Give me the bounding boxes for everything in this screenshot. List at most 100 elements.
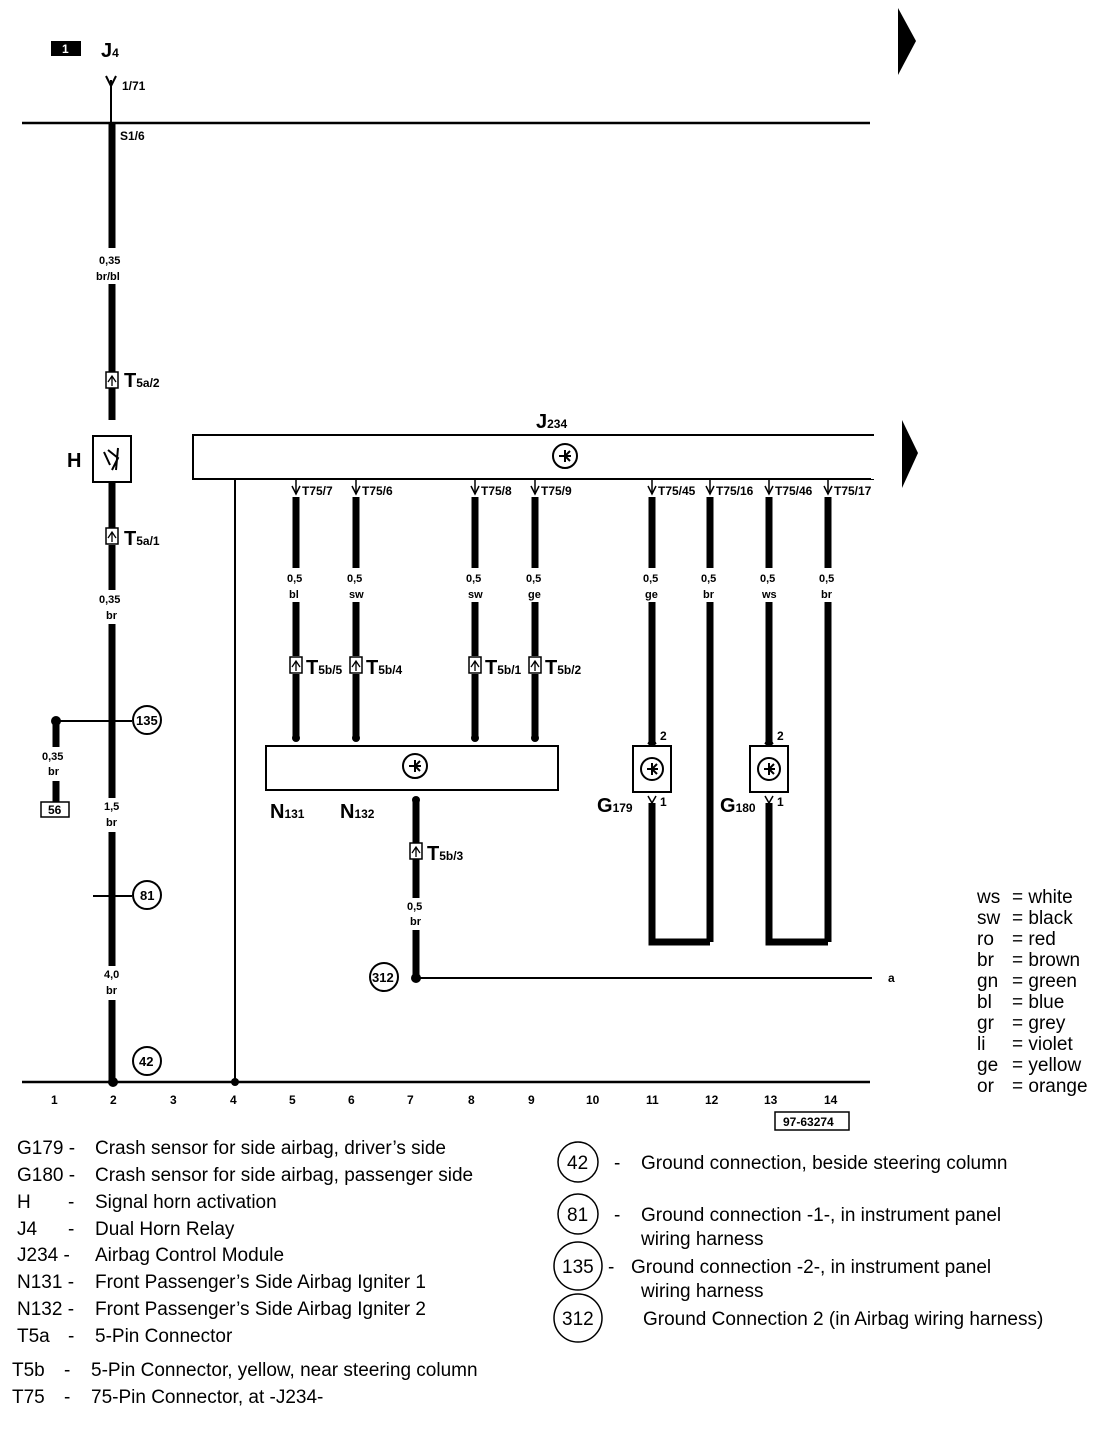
color-code: bl (977, 992, 992, 1013)
wire-size: 0,5 (643, 573, 658, 585)
legend-code: N131 - (17, 1272, 74, 1293)
horn-label: H (67, 450, 81, 472)
legend-desc: Airbag Control Module (95, 1245, 284, 1266)
terminal-56-box (40, 801, 70, 818)
ground-legend-desc2: wiring harness (640, 1281, 764, 1302)
module-j234-box (192, 434, 874, 480)
doc-id-box (774, 1111, 850, 1131)
igniter-n132-label: N132 (340, 801, 375, 823)
legend-code: H (17, 1192, 31, 1213)
ground-legend-desc: Ground Connection 2 (in Airbag wiring ha… (643, 1309, 1043, 1330)
igniter-n131-label: N131 (270, 801, 305, 823)
track-number: 14 (824, 1093, 838, 1107)
connector-t5a2-label: T5a/2 (124, 370, 160, 392)
color-name: = black (1012, 908, 1073, 929)
wire-size: 0,5 (760, 573, 775, 585)
page-badge: 1 (62, 42, 69, 56)
legend-desc: Crash sensor for side airbag, passenger … (95, 1165, 473, 1186)
legend-code: J4 (17, 1219, 38, 1240)
ground-legend-desc: Ground connection -1-, in instrument pan… (641, 1205, 1001, 1226)
legend-desc: Dual Horn Relay (95, 1219, 235, 1240)
module-pin-6: T75/460,5ws (757, 479, 813, 745)
igniter-wire-color: br (410, 916, 422, 928)
ground-81-label: 81 (140, 888, 154, 903)
ground-legend-num: 135 (562, 1257, 594, 1278)
legend-dash: - (68, 1192, 74, 1213)
wire-size: 0,5 (466, 573, 481, 585)
ground-legend-num: 81 (567, 1205, 588, 1226)
module-j234-icon (552, 443, 578, 469)
color-code: gn (977, 971, 998, 992)
pin-label: T75/16 (716, 484, 754, 498)
legend-dash: - (68, 1219, 74, 1240)
ground-legend-num: 312 (562, 1309, 594, 1330)
ground-312-label: 312 (372, 970, 394, 985)
ground-42-circle (132, 1046, 162, 1076)
feed-label: 1/71 (122, 79, 146, 93)
track-number: 3 (170, 1093, 177, 1107)
ground-legend-dash: - (608, 1257, 614, 1278)
wire-color: bl (289, 589, 299, 601)
connector-t5b3-label: T5b/3 (427, 843, 464, 865)
legend-desc: Front Passenger’s Side Airbag Igniter 2 (95, 1299, 426, 1320)
color-code: br (977, 950, 995, 971)
wire-color: sw (349, 589, 364, 601)
ground-legend-desc: Ground connection -2-, in instrument pan… (631, 1257, 991, 1278)
ground-legend-desc2: wiring harness (640, 1229, 764, 1250)
color-code: or (977, 1076, 995, 1097)
legend-desc: 75-Pin Connector, at -J234- (91, 1387, 323, 1408)
wire-color: ws (761, 589, 777, 601)
continuation-arrow-module (902, 420, 918, 488)
ground-legend-circle (557, 1193, 599, 1235)
connector-t5b-label: T5b/1 (485, 657, 522, 679)
wire-color-low: br (106, 817, 118, 829)
ground-81-circle (132, 880, 162, 910)
wire-color: sw (468, 589, 483, 601)
legend-desc: Signal horn activation (95, 1192, 277, 1213)
track-number: 12 (705, 1093, 719, 1107)
sensor-g179-pin1: 1 (660, 795, 667, 809)
color-name: = red (1012, 929, 1056, 950)
sensor-g180-loop (765, 803, 828, 946)
wire-size-bottom: 4,0 (104, 969, 119, 981)
horn-switch-icon (103, 447, 120, 471)
wire-color-branch: br (48, 766, 60, 778)
wire-color: ge (528, 589, 541, 601)
sensor-g180-label: G180 (720, 795, 756, 817)
legend-desc: 5-Pin Connector, yellow, near steering c… (91, 1360, 478, 1381)
pin-label: T75/6 (362, 484, 393, 498)
ground-legend-circle (557, 1141, 599, 1183)
ground-legend-circle (553, 1293, 603, 1343)
continuation-arrow-top (898, 8, 916, 75)
legend-code: G179 - (17, 1138, 75, 1159)
legend-code: J234 - (17, 1245, 70, 1266)
color-name: = violet (1012, 1034, 1073, 1055)
connector-t5b-label: T5b/5 (306, 657, 343, 679)
ground-legend-circle (553, 1241, 603, 1291)
color-name: = orange (1012, 1076, 1088, 1097)
wire-color-mid: br (106, 610, 118, 622)
track-number: 6 (348, 1093, 355, 1107)
color-name: = grey (1012, 1013, 1066, 1034)
pin-label: T75/7 (302, 484, 333, 498)
wire-color-top: br/bl (96, 271, 120, 283)
track-number: 5 (289, 1093, 296, 1107)
sensor-g180-icon (757, 757, 781, 781)
sensor-g179-label: G179 (597, 795, 633, 817)
ground-42-label: 42 (139, 1054, 153, 1069)
pin-label: T75/8 (481, 484, 512, 498)
color-name: = blue (1012, 992, 1064, 1013)
connector-t5b-label: T5b/2 (545, 657, 582, 679)
ground-legend-dash: - (614, 1205, 620, 1226)
wire-color: br (821, 589, 833, 601)
ground-legend-dash: - (614, 1153, 620, 1174)
wire-size-branch: 0,35 (42, 751, 63, 763)
relay-j4-label: J4 (101, 40, 119, 62)
legend-code: T75 (12, 1387, 45, 1408)
wire-color: br (703, 589, 715, 601)
